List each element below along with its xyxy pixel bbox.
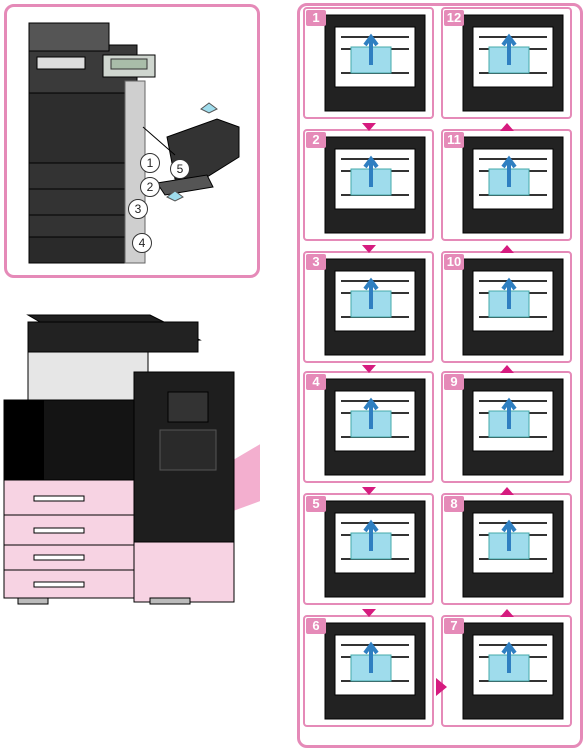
- step-cell-5: 5: [303, 493, 434, 605]
- flow-arrow-down: [362, 123, 376, 131]
- callout-1: 1: [140, 153, 160, 173]
- overview-panel: 1 2 3 4 5: [4, 4, 260, 278]
- step-illustration: [324, 258, 426, 356]
- step-number: 2: [306, 132, 326, 148]
- step-number: 9: [444, 374, 464, 390]
- step-cell-9: 9: [441, 371, 572, 483]
- step-number: 11: [444, 132, 464, 148]
- step-illustration: [462, 136, 564, 234]
- step-illustration: [462, 622, 564, 720]
- step-number: 4: [306, 374, 326, 390]
- step-cell-6: 6: [303, 615, 434, 727]
- step-illustration: [462, 378, 564, 476]
- step-number: 1: [306, 10, 326, 26]
- step-cell-12: 12: [441, 7, 572, 119]
- step-number: 6: [306, 618, 326, 634]
- step-number: 12: [444, 10, 464, 26]
- step-illustration: [324, 622, 426, 720]
- step-number: 3: [306, 254, 326, 270]
- step-cell-7: 7: [441, 615, 572, 727]
- step-illustration: [324, 136, 426, 234]
- callout-3: 3: [128, 199, 148, 219]
- step-illustration: [324, 500, 426, 598]
- callout-2: 2: [140, 177, 160, 197]
- callout-5: 5: [170, 159, 190, 179]
- flow-arrow-down: [362, 365, 376, 373]
- step-cell-1: 1: [303, 7, 434, 119]
- flow-arrow-down: [362, 609, 376, 617]
- step-number: 8: [444, 496, 464, 512]
- step-illustration: [324, 14, 426, 112]
- flow-arrow-up: [500, 123, 514, 131]
- step-number: 5: [306, 496, 326, 512]
- flow-arrow-right: [436, 678, 447, 696]
- step-number: 10: [444, 254, 464, 270]
- flow-arrow-up: [500, 487, 514, 495]
- overview-printer-illustration: [28, 22, 240, 264]
- flow-arrow-up: [500, 365, 514, 373]
- step-cell-8: 8: [441, 493, 572, 605]
- flow-arrow-down: [362, 245, 376, 253]
- step-cell-11: 11: [441, 129, 572, 241]
- step-cell-4: 4: [303, 371, 434, 483]
- main-printer-illustration: [3, 314, 260, 605]
- step-number: 7: [444, 618, 464, 634]
- step-illustration: [462, 500, 564, 598]
- flow-arrow-down: [362, 487, 376, 495]
- step-illustration: [324, 378, 426, 476]
- flow-arrow-up: [500, 245, 514, 253]
- step-illustration: [462, 14, 564, 112]
- step-cell-10: 10: [441, 251, 572, 363]
- flow-arrow-up: [500, 609, 514, 617]
- callout-4: 4: [132, 233, 152, 253]
- step-cell-3: 3: [303, 251, 434, 363]
- step-cell-2: 2: [303, 129, 434, 241]
- step-illustration: [462, 258, 564, 356]
